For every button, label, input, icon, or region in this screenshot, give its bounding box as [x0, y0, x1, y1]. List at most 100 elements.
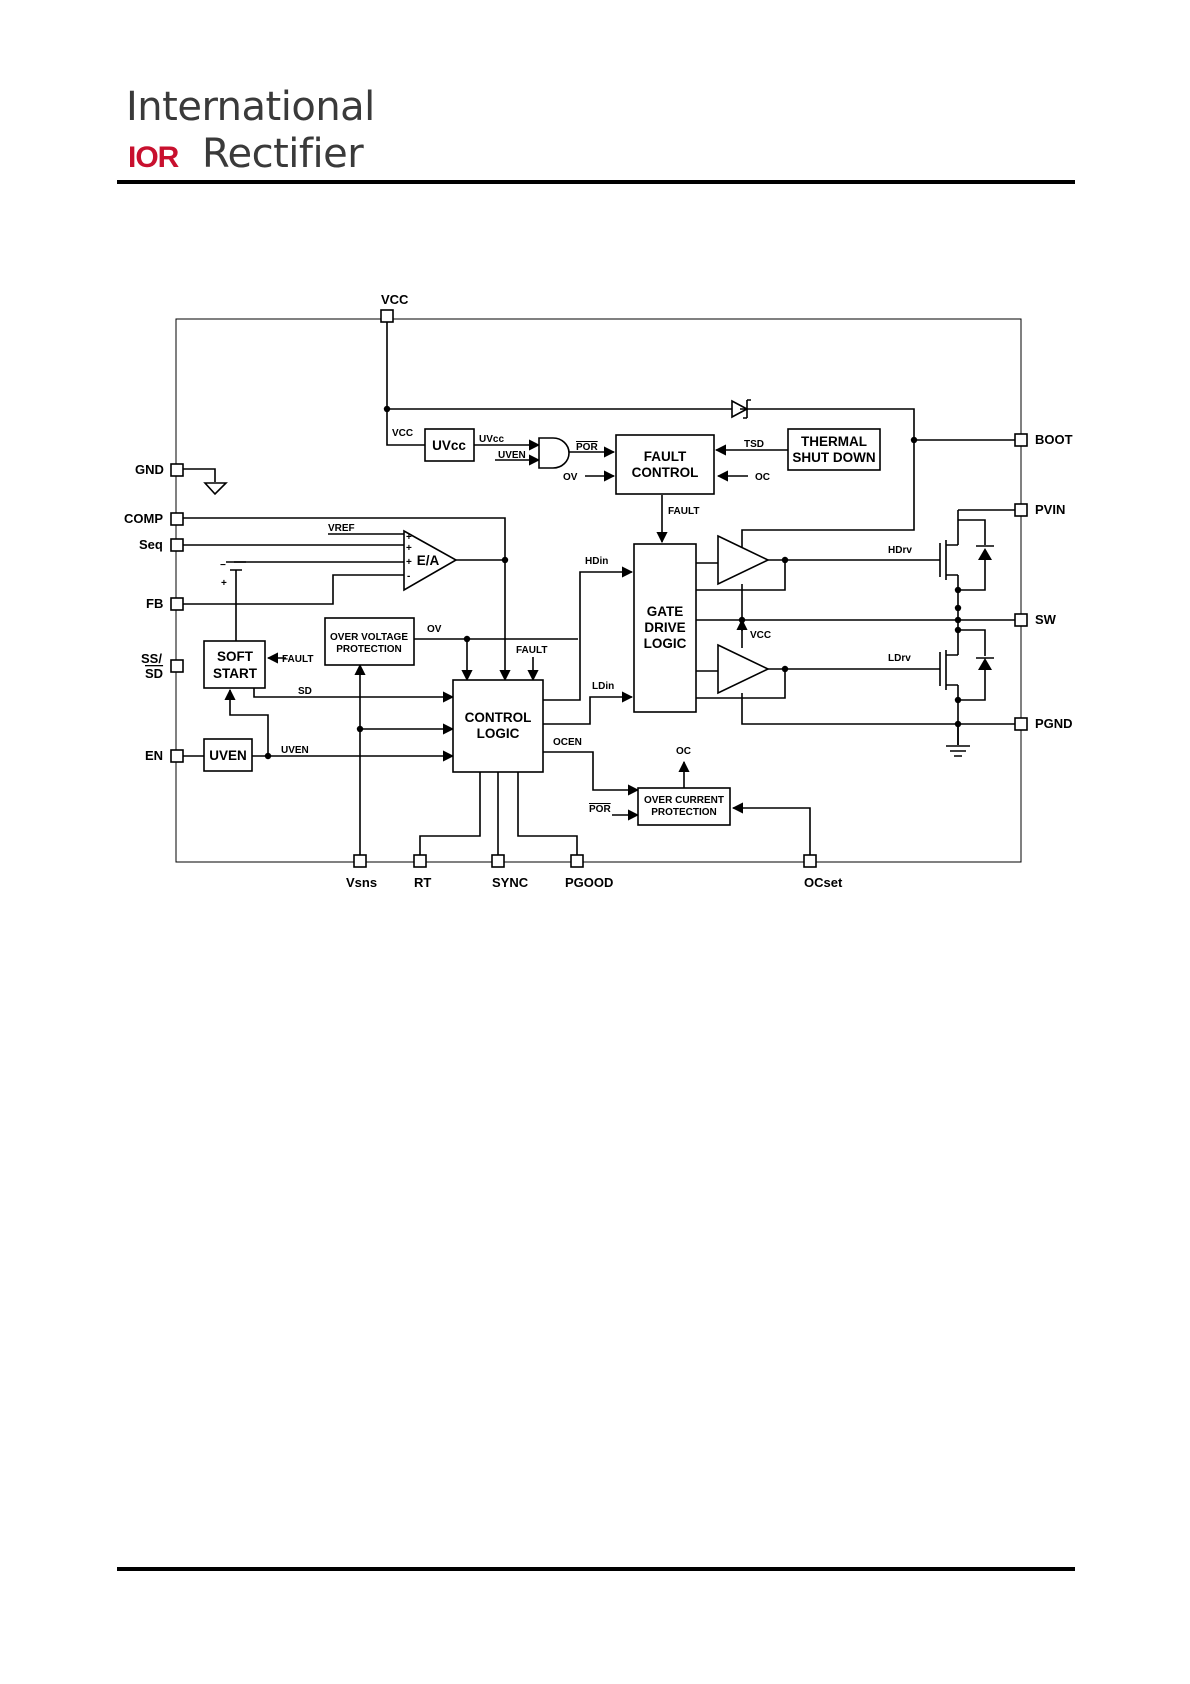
pin-ocset	[803, 854, 817, 868]
low-side-driver-icon	[717, 643, 770, 695]
pin-label-seq: Seq	[139, 537, 163, 552]
battery-icon	[226, 561, 246, 641]
control-logic-label-2: LOGIC	[477, 726, 520, 741]
sig-hdin: HDin	[585, 556, 608, 567]
pin-pvin	[1014, 503, 1028, 517]
control-logic-block	[452, 679, 544, 773]
ocp-label-1: OVER CURRENT	[644, 795, 724, 806]
sig-por-ocp: POR	[589, 804, 611, 815]
sig-ldrv: LDrv	[888, 653, 911, 664]
pin-gnd	[170, 463, 184, 477]
and-gate-icon	[538, 437, 570, 469]
pin-label-gnd: GND	[135, 462, 164, 477]
pin-label-sw: SW	[1035, 612, 1057, 627]
sig-ea-plus1: +	[406, 532, 412, 543]
node-ls	[954, 626, 962, 634]
node-ov	[463, 635, 471, 643]
sig-fault-ss: FAULT	[282, 654, 313, 665]
sig-tsd: TSD	[744, 439, 764, 450]
header-rule	[117, 180, 1075, 184]
sig-vcc-drv: VCC	[750, 630, 771, 641]
sig-ocen: OCEN	[553, 737, 582, 748]
ic-outline	[175, 318, 1022, 863]
gate-drive-label-2: DRIVE	[644, 620, 685, 635]
ovp-label-1: OVER VOLTAGE	[330, 632, 408, 643]
fault-control-label-1: FAULT	[644, 449, 687, 464]
wire-sd	[253, 683, 453, 698]
sig-por: POR	[576, 442, 598, 453]
node-comp	[501, 556, 509, 564]
pin-fb	[170, 597, 184, 611]
ovp-block	[324, 617, 415, 666]
pin-label-sync: SYNC	[492, 875, 529, 890]
gate-drive-label-3: LOGIC	[644, 636, 687, 651]
node-sw-inner	[738, 616, 746, 624]
pin-label-ss: SS/	[141, 651, 162, 666]
sig-vcc-inner: VCC	[392, 428, 413, 439]
wire-ocen	[543, 751, 640, 796]
control-logic-label-1: CONTROL	[465, 710, 532, 725]
logo-mark: IOR	[128, 141, 180, 174]
boot-diode-icon	[731, 399, 749, 419]
pin-pgnd	[1014, 717, 1028, 731]
pin-label-en: EN	[145, 748, 163, 763]
sig-bat-plus: +	[221, 578, 227, 589]
logo-line-2: Rectifier	[202, 131, 364, 177]
pin-boot	[1014, 433, 1028, 447]
low-side-mosfet-icon	[939, 620, 994, 745]
thermal-label-1: THERMAL	[801, 434, 867, 449]
block-diagram: VCC GND COMP Seq FB SS/ SD EN BOOT PVIN …	[124, 292, 1073, 890]
pin-seq	[170, 538, 184, 552]
wire-pgood	[517, 772, 578, 858]
node-ls-b	[954, 696, 962, 704]
uvcc-label: UVcc	[432, 438, 466, 453]
sig-ldin: LDin	[592, 681, 614, 692]
sig-vref: VREF	[328, 523, 355, 534]
pin-sync	[491, 854, 505, 868]
sig-ea-plus2: +	[406, 543, 412, 554]
wire-ocset	[731, 802, 811, 858]
gate-drive-label-1: GATE	[647, 604, 684, 619]
sig-uven-out: UVEN	[281, 745, 309, 756]
wire-vcc-uvcc	[386, 409, 425, 446]
company-logo: International IOR Rectifier	[126, 84, 375, 177]
ocp-label-2: PROTECTION	[651, 807, 717, 818]
wire-hd-ret	[696, 560, 786, 591]
ea-label: E/A	[417, 553, 440, 568]
wire-hdin	[543, 566, 634, 701]
pin-label-pvin: PVIN	[1035, 502, 1065, 517]
pin-vcc	[380, 309, 394, 323]
boot-diode-bar	[743, 399, 751, 419]
wire-ld-pgnd	[741, 693, 958, 725]
error-amplifier-icon	[403, 529, 458, 592]
pin-en	[170, 749, 184, 763]
node-sw-a	[954, 604, 962, 612]
pin-label-vcc: VCC	[381, 292, 409, 307]
node-uven	[264, 752, 272, 760]
high-side-driver-icon	[717, 534, 770, 586]
ocp-block	[637, 787, 731, 826]
pin-pgood	[570, 854, 584, 868]
soft-start-label-2: START	[213, 666, 258, 681]
pin-label-pgnd: PGND	[1035, 716, 1073, 731]
node-boot	[910, 436, 918, 444]
logo-line-1: International	[126, 84, 375, 130]
sig-hdrv: HDrv	[888, 545, 912, 556]
node-hs	[954, 586, 962, 594]
ground-icon	[183, 468, 228, 496]
wire-sw-pgnd-pins	[958, 619, 1018, 725]
uven-block	[203, 738, 253, 772]
fault-control-label-2: CONTROL	[632, 465, 699, 480]
fault-control-block	[615, 434, 715, 495]
sig-fault-out: FAULT	[668, 506, 699, 517]
node-vsns	[356, 725, 364, 733]
pin-label-sd: SD	[145, 666, 163, 681]
pin-label-boot: BOOT	[1035, 432, 1073, 447]
gate-drive-logic-block	[633, 543, 697, 713]
node-ldrv	[781, 665, 789, 673]
uven-label: UVEN	[209, 748, 247, 763]
pin-label-comp: COMP	[124, 511, 163, 526]
pin-label-ocset: OCset	[804, 875, 843, 890]
sig-ov-in: OV	[563, 472, 578, 483]
